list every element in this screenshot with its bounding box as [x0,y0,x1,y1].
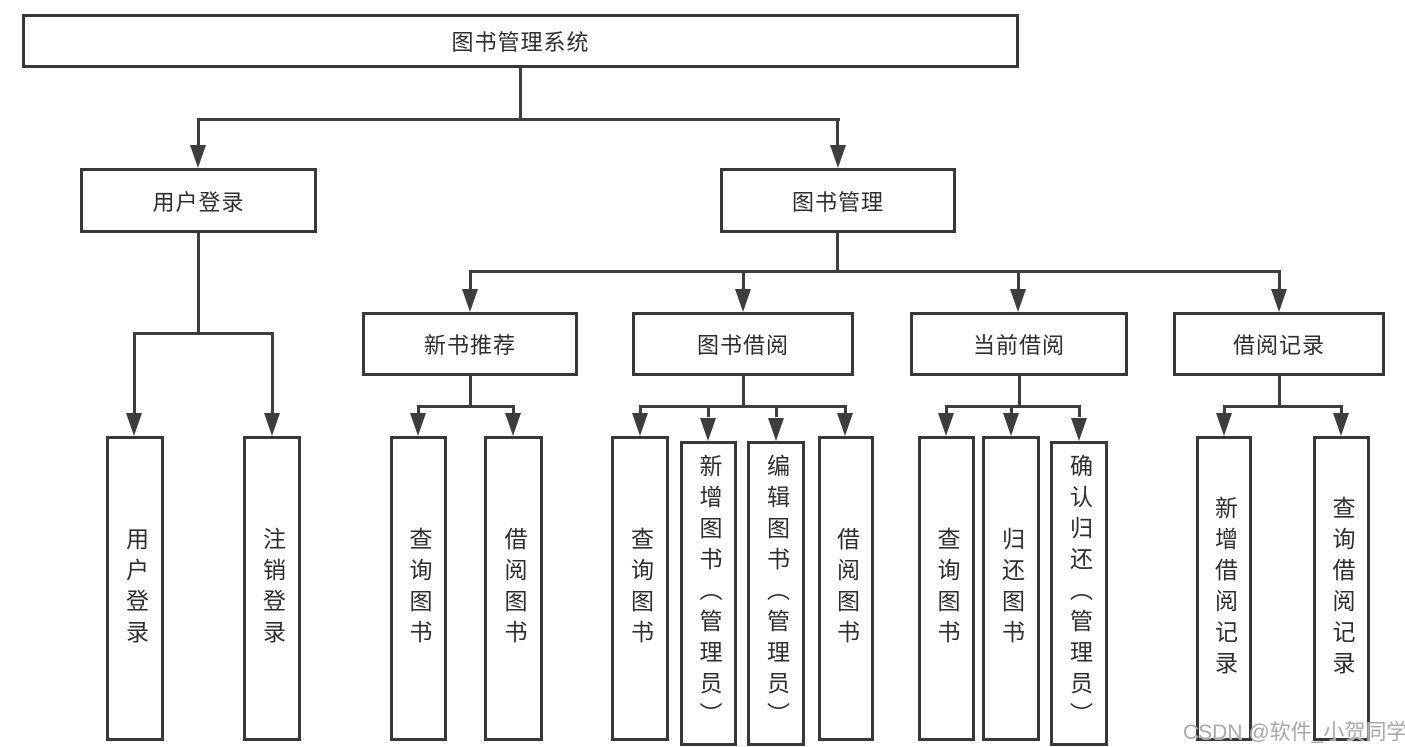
edge-book-borrowing-stem [742,376,745,407]
arrow-down-icon [735,289,751,312]
node-label: 用户登录 [122,526,149,651]
node-label: 查询借阅记录 [1329,495,1355,682]
edge-drop [1340,405,1343,415]
edge-borrow-records-span [1223,405,1343,408]
leaf-logout: 注销登录 [243,436,301,741]
edge-drop [707,405,710,417]
leaf-query-books-current: 查询图书 [918,436,975,741]
arrow-down-icon [505,413,521,436]
node-label: 借阅图书 [501,526,527,651]
node-label: 图书管理 [791,189,884,215]
node-label: 借阅记录 [1232,333,1325,358]
edge-drop-book-management [836,118,839,147]
edge-book-borrowing-span [639,405,847,408]
arrow-down-icon [1333,413,1349,436]
node-label: 确认归还（管理员） [1066,454,1093,733]
watermark: CSDN @软件_小贺同学 [1183,721,1405,744]
node-label: 用户登录 [152,189,245,215]
node-label: 查询图书 [406,526,432,651]
leaf-add-book-admin: 新增图书（管理员） [680,441,737,746]
node-library-management-system: 图书管理系统 [22,14,1019,68]
arrow-down-icon [1003,413,1019,436]
leaf-user-login: 用户登录 [106,436,164,741]
edge-drop-new-book [469,270,472,290]
node-label: 图书管理系统 [451,30,590,55]
arrow-down-icon [938,413,954,436]
node-current-borrowing: 当前借阅 [910,312,1128,376]
node-label: 查询图书 [627,526,654,651]
arrow-down-icon [1010,289,1026,312]
edge-drop-current-borrowing [1017,270,1020,290]
node-borrow-records: 借阅记录 [1173,312,1385,376]
node-label: 图书借阅 [696,333,789,358]
edge-book-management-span [470,270,1281,273]
edge-root-span [197,118,840,121]
arrow-down-icon [632,413,648,436]
node-label: 编辑图书（管理员） [763,454,790,733]
edge-new-book-span [417,405,515,408]
arrow-down-icon [830,145,846,168]
edge-drop [775,405,778,417]
edge-drop [639,405,642,415]
arrow-down-icon [190,145,206,168]
leaf-confirm-return-admin: 确认归还（管理员） [1050,441,1108,746]
node-label: 当前借阅 [972,333,1065,358]
node-label: 归还图书 [998,526,1025,651]
edge-drop [945,405,948,415]
arrow-down-icon [462,289,478,312]
edge-drop-book-borrowing [742,270,745,290]
node-label: 新书推荐 [423,333,516,358]
edge-drop-leaf-user-login [133,332,136,414]
leaf-borrow-books-recommend: 借阅图书 [484,436,543,741]
arrow-down-icon [700,418,716,441]
edge-drop [1078,405,1081,417]
edge-book-management-stem [836,233,839,272]
edge-drop [1010,405,1013,415]
edge-root-stem [519,68,522,120]
edge-drop-borrow-records [1278,270,1281,290]
edge-current-borrowing-span [945,405,1081,408]
node-label: 查询图书 [934,526,960,651]
node-label: 注销登录 [259,526,286,651]
node-label: 新增借阅记录 [1211,495,1238,682]
node-new-book-recommend: 新书推荐 [362,312,578,376]
edge-current-borrowing-stem [1018,376,1021,407]
arrow-down-icon [1216,413,1232,436]
node-label: 新增图书（管理员） [696,454,722,733]
edge-drop-user-login [197,118,200,147]
arrow-down-icon [126,413,142,436]
leaf-edit-book-admin: 编辑图书（管理员） [747,441,805,746]
arrow-down-icon [837,413,853,436]
edge-new-book-stem [469,376,472,407]
edge-borrow-records-stem [1278,376,1281,407]
node-book-borrowing: 图书借阅 [632,312,854,376]
edge-drop [844,405,847,415]
edge-drop-leaf-logout [271,332,274,414]
node-book-management: 图书管理 [720,168,956,233]
leaf-query-books-recommend: 查询图书 [390,436,447,741]
leaf-query-borrow-record: 查询借阅记录 [1313,436,1370,741]
node-user-login: 用户登录 [80,168,317,233]
leaf-borrow-books: 借阅图书 [818,436,874,741]
edge-drop [512,405,515,415]
arrow-down-icon [264,413,280,436]
edge-drop [1223,405,1226,415]
edge-drop [417,405,420,415]
edge-user-login-span [133,332,274,335]
leaf-return-books: 归还图书 [982,436,1040,741]
leaf-add-borrow-record: 新增借阅记录 [1196,436,1252,741]
arrow-down-icon [1071,418,1087,441]
arrow-down-icon [1271,289,1287,312]
arrow-down-icon [410,413,426,436]
leaf-query-books-borrowing: 查询图书 [611,436,669,741]
edge-user-login-stem [197,233,200,334]
node-label: 借阅图书 [833,526,860,651]
arrow-down-icon [768,418,784,441]
